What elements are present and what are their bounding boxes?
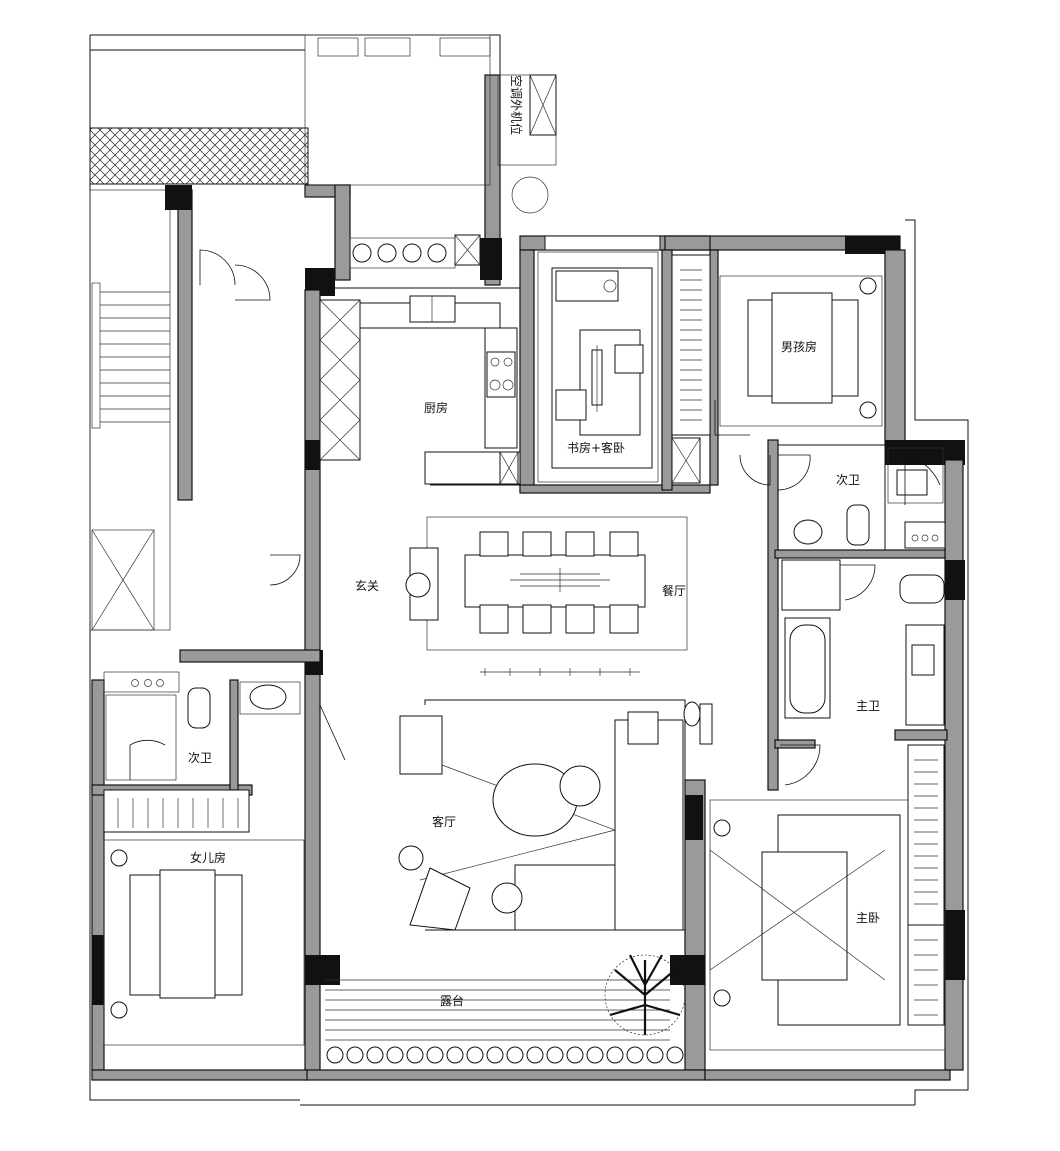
outer-walls (89, 34, 969, 1106)
staircase (91, 282, 170, 631)
label-living: 客厅 (432, 814, 456, 829)
room-labels: 厨房 书房+客卧 男孩房 次卫 玄关 餐厅 主卫 次卫 客厅 女儿房 主卧 露台… (188, 75, 880, 1008)
daughter-room-furniture (103, 789, 305, 1046)
master-bed (761, 851, 848, 981)
label-master-bath: 主卫 (856, 699, 880, 713)
north-bath-fixtures (778, 444, 946, 550)
label-entrance: 玄关 (355, 578, 379, 593)
label-study-guest: 书房+客卧 (567, 440, 625, 455)
north-annex (304, 34, 557, 214)
boy-room-furniture (671, 254, 883, 484)
label-master-bedroom: 主卧 (856, 911, 880, 925)
label-bath-west: 次卫 (188, 751, 212, 765)
hatched-planter (89, 127, 309, 185)
label-terrace: 露台 (440, 993, 464, 1008)
study-furniture (537, 235, 661, 483)
label-dining: 餐厅 (662, 583, 686, 598)
west-bath-fixtures (103, 671, 301, 781)
dining-table (464, 554, 646, 608)
terrace (325, 954, 686, 1064)
master-bedroom-furniture (709, 744, 946, 1051)
label-daughter-room: 女儿房 (190, 850, 226, 865)
label-kitchen: 厨房 (424, 400, 448, 415)
label-bath-north: 次卫 (836, 473, 860, 487)
master-bath-fixtures (781, 559, 945, 726)
daughter-bed (159, 869, 216, 999)
sofa (614, 719, 684, 931)
structural-walls (91, 74, 965, 1081)
tree-icon (604, 954, 686, 1036)
label-boy-room: 男孩房 (781, 339, 817, 354)
kitchen-fixtures (319, 234, 521, 486)
label-air-conditioner: 空调外机位 (509, 75, 524, 135)
kitchen-sink (409, 295, 456, 323)
doors (129, 249, 941, 786)
living-furniture (398, 699, 713, 931)
dining-furniture (405, 516, 688, 676)
dining-chairs (479, 531, 639, 634)
